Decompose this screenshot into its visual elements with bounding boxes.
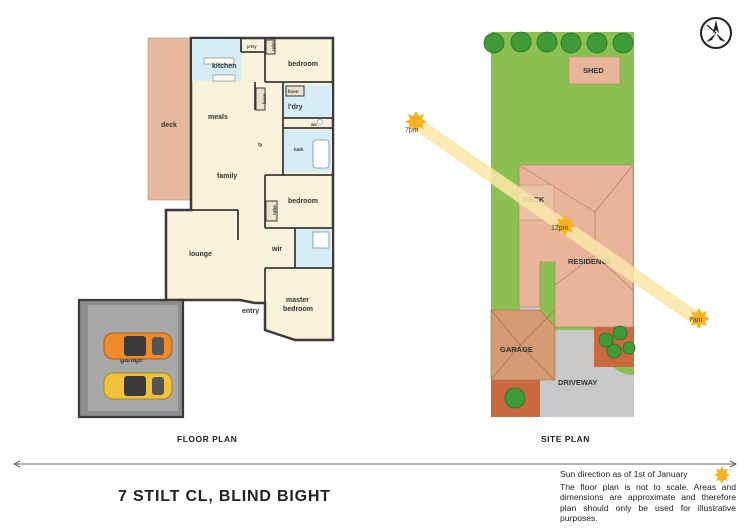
toilet [316,119,324,125]
driveway-label: DRIVEWAY [558,378,597,387]
entry-label: entry [242,308,259,315]
shed [568,56,621,85]
meals-label: meals [208,114,228,121]
wc-label: wc [310,122,318,127]
property-address: 7 STILT CL, BLIND BIGHT [118,488,331,505]
bathtub [312,139,330,169]
fp-label: fp [258,142,262,147]
robe-cupboard [265,39,276,55]
sun-icon [405,111,710,329]
robe-label: robe [271,41,276,51]
disclaimer-text: The floor plan is not to scale. Areas an… [560,482,736,524]
garage-roof [490,309,556,381]
bedroom-2-label: bedroom [288,198,318,205]
shed-label: SHED [583,66,604,75]
shower [312,231,330,249]
master-bedroom-label-2: bedroom [283,306,313,313]
sun-beam [410,118,700,324]
garage-label: garage [120,357,143,364]
garage-site-label: GARAGE [500,345,533,354]
kitchen-island [212,74,236,82]
compass-icon [700,17,732,49]
family-label: family [217,173,237,180]
pantry-label: p'try [247,44,257,49]
sun-time-12pm: 12pm [551,225,569,232]
site-plan: SHED DECK RESIDENCE GARAGE DRIVEWAY [405,31,710,417]
deck-area [147,37,192,201]
floor-plan-title: FLOOR PLAN [177,434,238,444]
bedroom-1-label: bedroom [288,61,318,68]
sun-note-icon [714,466,730,484]
robe-2-label: robe [272,205,277,215]
master-bedroom-label-1: master [286,297,309,304]
deck-label: deck [161,122,177,129]
wir-label: wir [271,246,282,253]
robe-cupboard-2 [265,200,278,222]
lounge-label: lounge [189,251,212,258]
site-plan-title: SITE PLAN [541,434,590,444]
divider-line [13,460,737,468]
laundry-label: l'dry [288,104,303,111]
tree-icon [483,31,636,409]
bath-label: bath [294,147,304,152]
residence-label: RESIDENCE [568,257,612,266]
sun-direction-note: Sun direction as of 1st of January [560,469,688,479]
house-floor [164,36,335,342]
sun-time-7pm: 7pm [405,127,419,134]
car-yellow-icon [103,372,173,400]
linen-2-label: linen [288,89,299,94]
floor-plan: deck [77,36,335,419]
kitchen-bench [203,57,235,65]
kitchen-label: kitchen [212,63,237,70]
linen-cupboard [255,87,266,111]
car-orange-icon [103,332,173,360]
linen-cupboard-2 [285,85,305,97]
sun-time-7am: 7am [689,317,703,324]
linen-label: linen [262,93,267,104]
